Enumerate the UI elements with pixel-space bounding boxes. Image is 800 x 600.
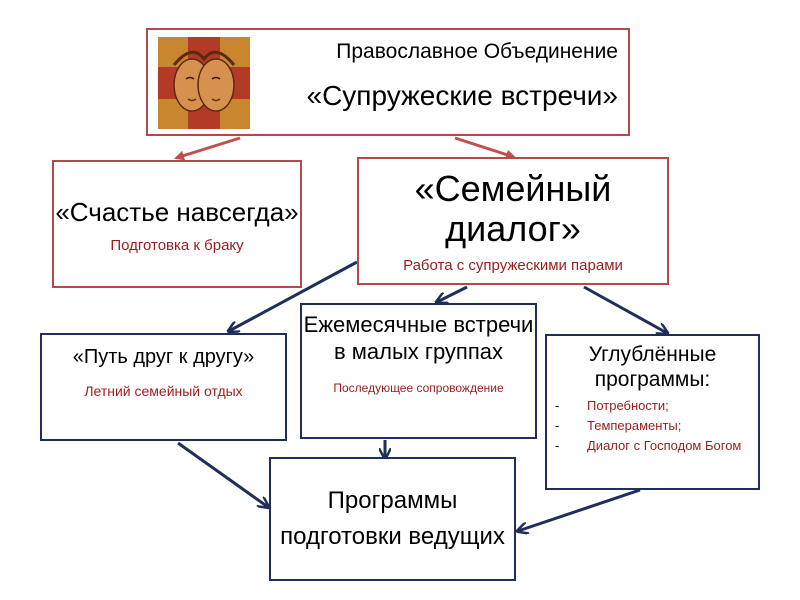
organization-name: Православное Объединение (298, 40, 618, 64)
list-item-text: Темпераменты; (587, 418, 681, 433)
icon-image (158, 37, 250, 129)
family-dialog-title: «Семейный диалог» (359, 169, 667, 249)
orthodox-union-box: Православное Объединение «Супружеские вс… (146, 28, 630, 136)
list-item: - Темпераменты; (547, 418, 758, 433)
arrow-top-to-dialog (455, 138, 514, 157)
happiness-forever-box: «Счастье навсегда» Подготовка к браку (52, 160, 302, 288)
arrow-path-to-leaders (178, 443, 268, 507)
path-to-each-other-title: «Путь друг к другу» (73, 345, 255, 369)
advanced-programs-list: - Потребности; - Темпераменты; - Диалог с Г… (547, 398, 758, 458)
list-item: - Потребности; (547, 398, 758, 413)
advanced-programs-box: Углублённые программы: - Потребности; - Те… (545, 334, 760, 490)
happiness-forever-subtitle: Подготовка к браку (110, 237, 243, 254)
monthly-meetings-box: Ежемесячные встречи в малых группах Посл… (300, 303, 537, 439)
arrow-deep-to-leaders (518, 490, 640, 531)
list-item-text: Потребности; (587, 398, 669, 413)
bullet-dash: - (555, 398, 559, 413)
path-to-each-other-subtitle: Летний семейный отдых (84, 383, 242, 399)
arrow-dialog-to-deep (584, 287, 667, 333)
bullet-dash: - (555, 418, 559, 433)
leader-training-title: Программы подготовки ведущих (271, 483, 514, 555)
monthly-meetings-title: Ежемесячные встречи в малых группах (302, 311, 535, 365)
path-to-each-other-box: «Путь друг к другу» Летний семейный отды… (40, 333, 287, 441)
bullet-dash: - (555, 438, 559, 453)
list-item: - Диалог с Господом Богом (547, 438, 758, 453)
arrow-top-to-happiness (176, 138, 240, 158)
family-dialog-box: «Семейный диалог» Работа с супружескими … (357, 157, 669, 285)
leader-training-box: Программы подготовки ведущих (269, 457, 516, 581)
happiness-forever-title: «Счастье навсегда» (55, 195, 298, 229)
family-dialog-subtitle: Работа с супружескими парами (403, 257, 623, 274)
monthly-meetings-subtitle: Последующее сопровождение (333, 381, 503, 395)
list-item-text: Диалог с Господом Богом (587, 438, 741, 453)
advanced-programs-title: Углублённые программы: (547, 342, 758, 392)
arrow-dialog-to-monthly (437, 287, 467, 302)
icon-image-art (158, 37, 250, 129)
organization-title: «Супружеские встречи» (248, 80, 618, 112)
